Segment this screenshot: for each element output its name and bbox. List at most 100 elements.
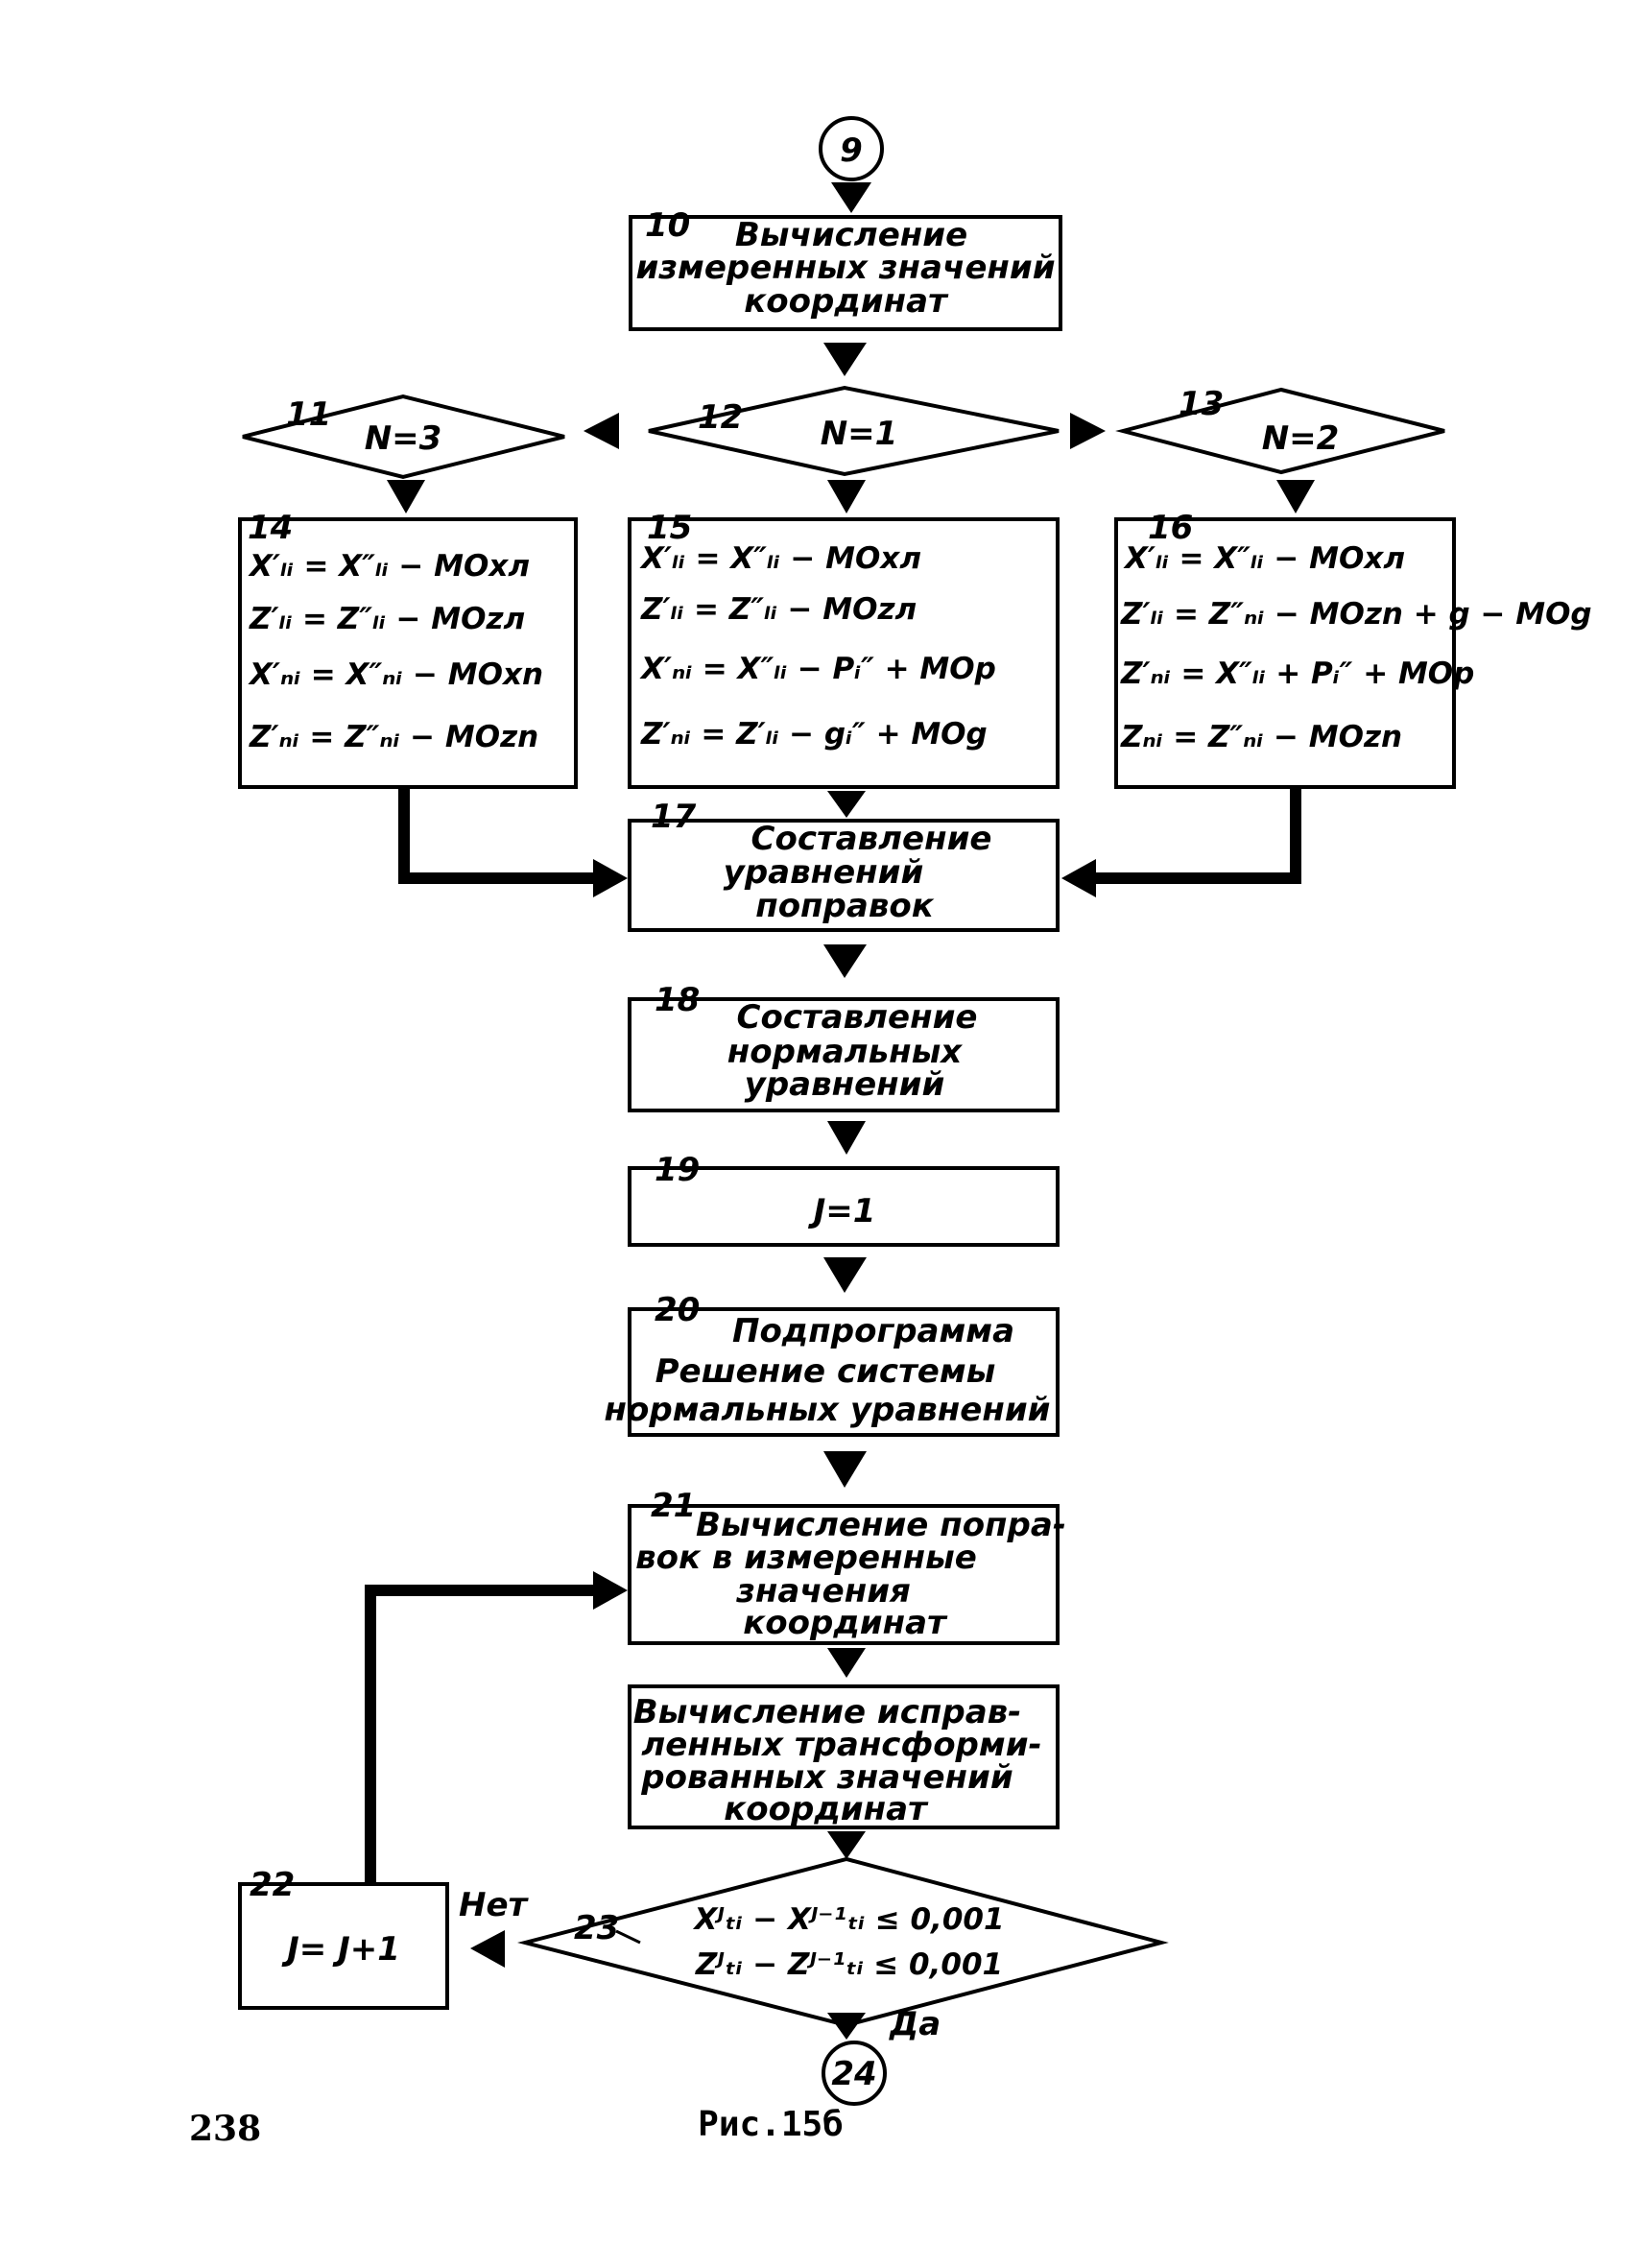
arrow-23-22: [470, 1930, 505, 1968]
decision-23: 23 Xᴶₜᵢ − Xᴶ⁻¹ₜᵢ ≤ 0,001 Zᴶₜᵢ − Zᴶ⁻¹ₜᵢ ≤…: [459, 1856, 1169, 2043]
arrow-18-19: [827, 1121, 866, 1155]
block-corrected-line-3: рованных значений: [640, 1758, 1013, 1797]
decision-12: 12 N=1: [648, 385, 1060, 477]
block-17-line-1: Составление: [751, 820, 992, 858]
block-corrected-line-4: координат: [724, 1790, 929, 1828]
block-10-line-2: измеренных значений: [635, 249, 1055, 287]
decision-12-text: N=1: [821, 415, 898, 453]
decision-13-number: 13: [1179, 385, 1224, 423]
decision-23-yes-label: Да: [889, 2005, 941, 2043]
block-14-line-2: Z′ₗᵢ = Z″ₗᵢ − MOzл: [249, 602, 525, 636]
decision-23-leader: [615, 1929, 641, 1945]
block-15-line-2: Z′ₗᵢ = Z″ₗᵢ − MOzл: [640, 592, 917, 627]
block-18-line-1: Составление: [737, 998, 978, 1037]
block-18-line-3: уравнений: [745, 1065, 945, 1104]
arrow-23-24: [827, 2013, 866, 2040]
figure-caption: Рис.15б: [698, 2105, 844, 2144]
block-21-line-3: значения: [735, 1572, 911, 1611]
decision-11-number: 11: [286, 395, 331, 434]
block-17-number: 17: [651, 798, 697, 836]
block-21: 21 Вычисление попра- вок в измеренные зн…: [628, 1487, 1066, 1645]
block-16-line-4: Zₙᵢ = Z″ₙᵢ − MOzn: [1120, 720, 1402, 754]
arrow-19-20: [823, 1257, 867, 1293]
arrow-11-14: [387, 480, 425, 513]
decision-23-number: 23: [574, 1909, 619, 1947]
block-14: 14 X′ₗᵢ = X″ₗᵢ − MOxл Z′ₗᵢ = Z″ₗᵢ − MOzл…: [238, 509, 578, 789]
block-20-number: 20: [655, 1291, 700, 1329]
arrow-9-10: [831, 182, 871, 213]
arrow-12-13: [1070, 413, 1106, 449]
arrow-21-21b: [827, 1648, 866, 1678]
block-16: 16 X′ₗᵢ = X″ₗᵢ − MOxл Z′ₗᵢ = Z″ₙᵢ − MOzn…: [1114, 509, 1592, 789]
block-21-number: 21: [651, 1487, 696, 1525]
block-22: 22 J= J+1: [238, 1866, 449, 2010]
arrow-16-17-head: [1061, 859, 1096, 897]
block-16-line-2: Z′ₗᵢ = Z″ₙᵢ − MOzn + g − MOg: [1120, 597, 1592, 632]
block-15-number: 15: [647, 509, 692, 547]
page-number: 238: [189, 2109, 261, 2149]
flow-14-17: [398, 787, 600, 884]
arrow-17-18: [823, 944, 867, 978]
arrow-12-15: [827, 480, 866, 513]
block-19-number: 19: [655, 1151, 700, 1189]
block-20: 20 Подпрограмма Решение системы нормальн…: [605, 1291, 1060, 1437]
block-21-line-2: вок в измеренные: [635, 1539, 977, 1577]
block-22-text: J= J+1: [281, 1930, 400, 1969]
block-10-number: 10: [645, 206, 690, 245]
arrow-10-12: [823, 343, 867, 376]
decision-11-text: N=3: [365, 419, 442, 458]
block-17-line-2: уравнений: [724, 853, 924, 892]
decision-12-number: 12: [698, 398, 743, 437]
block-14-number: 14: [248, 509, 293, 547]
decision-13-text: N=2: [1262, 419, 1340, 458]
arrow-20-21: [823, 1451, 867, 1488]
arrow-13-16: [1276, 480, 1315, 513]
arrow-12-11: [584, 413, 619, 449]
block-corrected-line-2: ленных трансформи-: [641, 1726, 1041, 1764]
block-21-line-1: Вычисление попра-: [696, 1506, 1066, 1544]
block-16-line-1: X′ₗᵢ = X″ₗᵢ − MOxл: [1123, 541, 1405, 576]
block-18-line-2: нормальных: [727, 1033, 964, 1071]
decision-23-line-1: Xᴶₜᵢ − Xᴶ⁻¹ₜᵢ ≤ 0,001: [692, 1902, 1004, 1937]
block-16-number: 16: [1148, 509, 1193, 547]
connector-24-label: 24: [831, 2055, 876, 2093]
block-10-line-1: Вычисление: [735, 216, 967, 254]
flow-16-17: [1089, 787, 1301, 884]
block-15-line-1: X′ₗᵢ = X″ₗᵢ − MOxл: [639, 541, 921, 576]
block-15-line-4: Z′ₙᵢ = Z′ₗᵢ − gᵢ″ + MOg: [640, 717, 988, 752]
flow-22-21: [365, 1585, 600, 1884]
block-14-line-1: X′ₗᵢ = X″ₗᵢ − MOxл: [248, 549, 530, 584]
arrow-14-17-head: [593, 859, 628, 897]
connector-24: 24: [822, 2041, 887, 2106]
block-17-line-3: поправок: [755, 887, 934, 925]
connector-9: 9: [819, 116, 884, 181]
block-20-line-3: нормальных уравнений: [605, 1391, 1051, 1429]
block-18-number: 18: [655, 981, 700, 1019]
arrow-15-17: [827, 791, 866, 818]
block-16-line-3: Z′ₙᵢ = X″ₗᵢ + Pᵢ″ + MOp: [1120, 657, 1474, 691]
block-14-line-4: Z′ₙᵢ = Z″ₙᵢ − MOzn: [249, 720, 538, 754]
decision-23-line-2: Zᴶₜᵢ − Zᴶ⁻¹ₜᵢ ≤ 0,001: [695, 1947, 1003, 1982]
block-17: 17 Составление уравнений поправок: [628, 798, 1060, 932]
block-20-line-2: Решение системы: [655, 1352, 996, 1391]
decision-23-no-label: Нет: [459, 1886, 530, 1924]
block-10: 10 Вычисление измеренных значений коорди…: [629, 206, 1062, 331]
block-20-line-1: Подпрограмма: [732, 1312, 1014, 1350]
block-corrected-line-1: Вычисление исправ-: [633, 1693, 1022, 1731]
block-10-line-3: координат: [744, 282, 949, 321]
block-19-text: J=1: [808, 1192, 876, 1230]
connector-9-label: 9: [840, 131, 863, 170]
block-22-number: 22: [250, 1866, 295, 1904]
arrow-21b-23: [827, 1831, 866, 1859]
block-19: 19 J=1: [628, 1151, 1060, 1247]
block-18: 18 Составление нормальных уравнений: [628, 981, 1060, 1112]
decision-11: 11 N=3: [242, 394, 565, 480]
arrow-22-21-head: [593, 1571, 628, 1610]
block-corrected-coordinates: Вычисление исправ- ленных трансформи- ро…: [628, 1684, 1060, 1829]
block-15-line-3: X′ₙᵢ = X″ₗᵢ − Pᵢ″ + MOp: [639, 652, 996, 686]
block-15: 15 X′ₗᵢ = X″ₗᵢ − MOxл Z′ₗᵢ = Z″ₗᵢ − MOzл…: [628, 509, 1060, 789]
block-21-line-4: координат: [743, 1604, 948, 1642]
block-14-line-3: X′ₙᵢ = X″ₙᵢ − MOxn: [248, 657, 543, 692]
decision-13: 13 N=2: [1115, 385, 1445, 475]
